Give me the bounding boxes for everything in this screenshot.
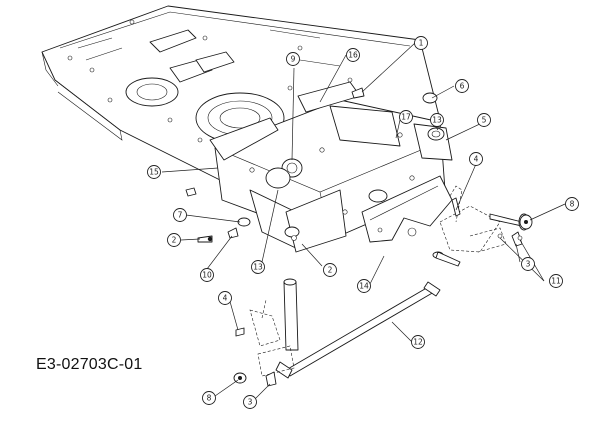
svg-text:6: 6 [460, 82, 465, 91]
svg-text:4: 4 [474, 155, 479, 164]
callout-9: 9 [286, 52, 300, 66]
svg-text:17: 17 [401, 113, 411, 122]
callout-11: 11 [549, 274, 563, 288]
svg-text:1: 1 [419, 39, 424, 48]
callout-14: 14 [357, 279, 371, 293]
svg-text:5: 5 [482, 116, 487, 125]
callout-13: 13 [251, 260, 265, 274]
svg-text:10: 10 [202, 271, 212, 280]
callout-4: 4 [218, 291, 232, 305]
tie-rod [275, 281, 441, 379]
svg-text:3: 3 [248, 398, 253, 407]
callout-2: 2 [323, 263, 337, 277]
callout-5: 5 [477, 113, 491, 127]
callout-17: 17 [399, 110, 413, 124]
callout-3: 3 [243, 395, 257, 409]
callout-8: 8 [565, 197, 579, 211]
svg-text:11: 11 [551, 277, 561, 286]
callout-1: 1 [414, 36, 428, 50]
left-spindle [249, 278, 299, 377]
callout-7: 7 [173, 208, 187, 222]
callout-8: 8 [202, 391, 216, 405]
callout-12: 12 [411, 335, 425, 349]
svg-text:14: 14 [359, 282, 369, 291]
callout-4: 4 [469, 152, 483, 166]
callout-15: 15 [147, 165, 161, 179]
svg-text:13: 13 [253, 263, 263, 272]
svg-text:7: 7 [178, 211, 183, 220]
hardware [185, 87, 533, 387]
svg-text:8: 8 [570, 200, 575, 209]
right-spindle-ghost [439, 185, 507, 253]
svg-text:15: 15 [149, 168, 159, 177]
svg-text:9: 9 [291, 55, 296, 64]
side-plate [361, 175, 453, 243]
callout-3: 3 [521, 257, 535, 271]
diagram-code-label: E3-02703C-01 [36, 356, 143, 373]
svg-text:13: 13 [432, 116, 442, 125]
callout-6: 6 [455, 79, 469, 93]
callout-16: 16 [346, 48, 360, 62]
svg-text:12: 12 [413, 338, 423, 347]
svg-text:8: 8 [207, 394, 212, 403]
callout-2: 2 [167, 233, 181, 247]
callout-13: 13 [430, 113, 444, 127]
svg-text:4: 4 [223, 294, 228, 303]
svg-text:16: 16 [348, 51, 358, 60]
svg-text:2: 2 [328, 266, 333, 275]
svg-text:2: 2 [172, 236, 177, 245]
svg-text:3: 3 [526, 260, 531, 269]
callout-10: 10 [200, 268, 214, 282]
